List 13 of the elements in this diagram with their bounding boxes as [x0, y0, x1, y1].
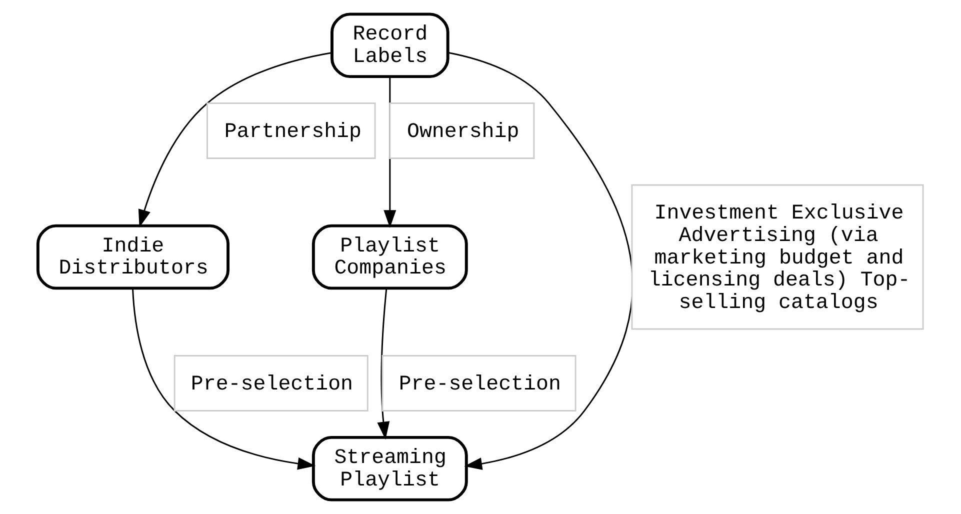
node-box: Record Labels	[330, 12, 450, 78]
edge-label: Pre-selection	[190, 373, 354, 396]
edge-label: Partnership	[224, 121, 362, 144]
arrow	[448, 52, 634, 470]
node-box: Playlist Companies	[312, 224, 468, 290]
edge-label: Investment Exclusive Advertising (via marketing budget and licensing deals) Top-selling catalogs	[648, 202, 910, 315]
arrow	[138, 52, 332, 228]
arrow	[132, 288, 316, 470]
node-box: Streaming Playlist	[312, 436, 468, 502]
edge-label: Pre-selection	[398, 373, 561, 396]
edge-label: Ownership	[406, 121, 520, 144]
arrow	[377, 288, 390, 440]
node-box: Indie Distributors	[36, 224, 230, 290]
